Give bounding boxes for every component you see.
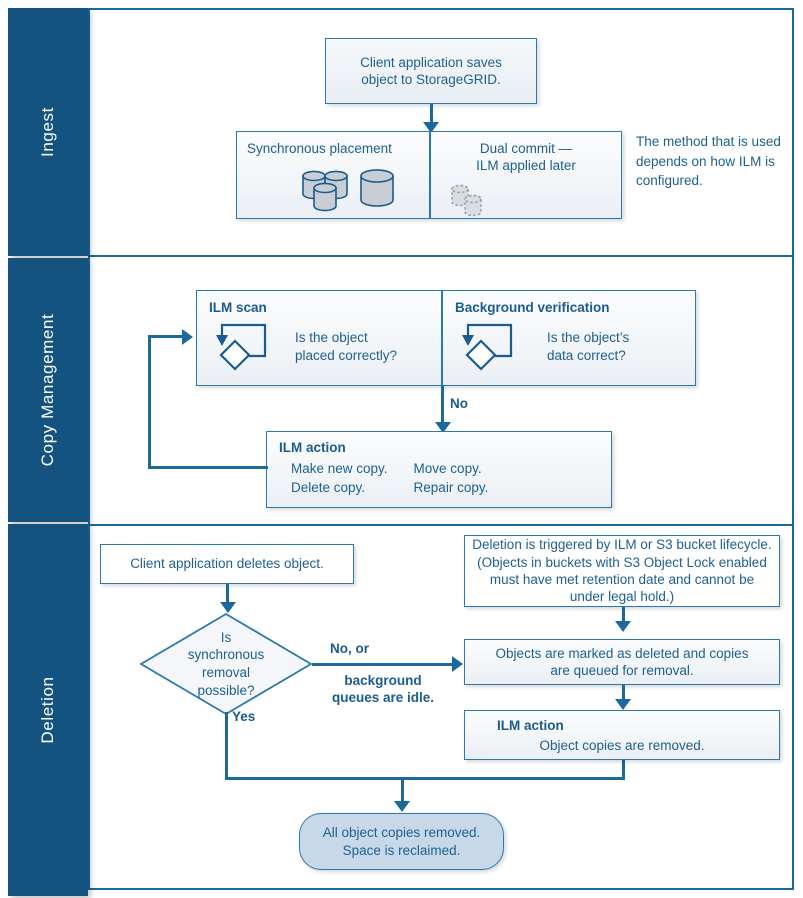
deletion-marked-deleted-line1: Objects are marked as deleted and copies	[495, 645, 749, 661]
ingest-option-synchronous-placement: Synchronous placement	[236, 131, 430, 219]
ingest-start-line1: Client application saves	[360, 54, 502, 70]
deletion-terminator-line1: All object copies removed.	[322, 825, 481, 841]
deletion-decision-line1: Is	[220, 629, 232, 645]
deletion-client-to-decision-line	[226, 584, 229, 606]
ingest-connector-line	[429, 104, 433, 126]
deletion-client-to-decision-arrow	[219, 602, 236, 613]
sidebar-band-ingest: Ingest	[8, 8, 88, 256]
feedback-loop-bottom	[148, 466, 268, 469]
deletion-no-branch-label-line3: queues are idle.	[331, 690, 435, 705]
deletion-trigger-to-marked-line	[621, 607, 625, 625]
deletion-ilm-action-box: ILM action Object copies are removed.	[464, 710, 780, 760]
deletion-decision-line4: possible?	[197, 682, 255, 698]
band-divider-1	[88, 255, 794, 257]
deletion-client-delete-node: Client application deletes object.	[100, 544, 354, 584]
ingest-connector-arrow	[423, 122, 439, 133]
dashed-copies-icon	[449, 180, 505, 220]
no-branch-label: No	[450, 396, 468, 411]
sidebar-band-copy-management-label: Copy Management	[38, 313, 57, 467]
sidebar-band-deletion-label: Deletion	[38, 676, 57, 744]
deletion-no-branch-label-line1: No, or	[330, 641, 369, 656]
ilm-action-item-delete-copy: Delete copy.	[291, 479, 366, 495]
deletion-merge-to-terminator-line	[400, 777, 404, 805]
deletion-trigger-to-marked-arrow	[615, 621, 631, 632]
ilm-scan-box: ILM scan Is the object placed correctly?	[196, 290, 442, 386]
deletion-decision-line3: removal	[201, 665, 250, 680]
deletion-marked-deleted-box: Objects are marked as deleted and copies…	[464, 639, 780, 685]
background-verification-box: Background verification Is the object’s …	[442, 290, 696, 386]
deletion-ilm-to-merge-line	[621, 758, 625, 780]
band-divider-2	[88, 524, 794, 526]
deletion-ilm-action-detail: Object copies are removed.	[539, 738, 705, 754]
ingest-option-dual-commit: Dual commit — ILM applied later	[430, 131, 622, 219]
deletion-marked-to-ilm-line	[621, 685, 625, 703]
deletion-no-branch-label-line2: background	[344, 673, 422, 688]
deletion-yes-branch-vertical	[224, 712, 228, 780]
ilm-scan-heading: ILM scan	[209, 300, 267, 315]
ingest-start-line2: object to StorageGRID.	[361, 72, 501, 87]
feedback-loop-arrow	[182, 328, 193, 345]
ilm-scan-question-line1: Is the object	[295, 330, 368, 345]
deletion-merge-horizontal	[224, 777, 625, 780]
ilm-action-item-repair-copy: Repair copy.	[413, 479, 489, 495]
feedback-loop-top	[148, 335, 184, 338]
ingest-note: The method that is used depends on how I…	[636, 134, 781, 189]
ilm-action-heading: ILM action	[279, 440, 346, 455]
ilm-scan-question-line2: placed correctly?	[295, 347, 398, 363]
ilm-action-item-make-new-copy: Make new copy.	[291, 461, 388, 477]
no-branch-arrow	[434, 422, 451, 433]
deletion-terminator-arrow	[394, 801, 410, 812]
deletion-no-branch-line	[312, 662, 454, 666]
deletion-marked-to-ilm-arrow	[615, 699, 631, 710]
deletion-no-branch-arrow	[452, 656, 463, 672]
deletion-yes-branch-label: Yes	[232, 709, 256, 724]
deletion-terminator-line2: Space is reclaimed.	[342, 842, 461, 858]
deletion-decision-line2: synchronous	[187, 647, 265, 663]
deletion-trigger-note-box: Deletion is triggered by ILM or S3 bucke…	[464, 535, 780, 607]
sidebar-band-copy-management: Copy Management	[8, 258, 88, 522]
ilm-action-item-move-copy: Move copy.	[413, 461, 482, 477]
ingest-option-dual-commit-label-line2: ILM applied later	[476, 158, 576, 174]
deletion-ilm-action-heading: ILM action	[497, 718, 564, 733]
deletion-client-delete-label: Client application deletes object.	[130, 556, 324, 572]
ingest-start-node: Client application saves object to Stora…	[325, 38, 537, 104]
deletion-trigger-note-text: Deletion is triggered by ILM or S3 bucke…	[472, 537, 772, 605]
ingest-option-dual-commit-label-line1: Dual commit —	[479, 141, 573, 156]
ilm-action-box: ILM action Make new copy. Delete copy. M…	[266, 431, 612, 508]
feedback-loop-vertical	[148, 335, 151, 469]
no-branch-line	[441, 386, 444, 426]
sidebar-band-ingest-label: Ingest	[38, 107, 57, 157]
sidebar-band-deletion: Deletion	[8, 524, 88, 896]
ingest-option-synchronous-placement-label: Synchronous placement	[247, 141, 392, 156]
background-verification-heading: Background verification	[455, 300, 610, 315]
background-verification-question-line2: data correct?	[547, 347, 626, 363]
deletion-decision-diamond: Is synchronous removal possible?	[139, 612, 313, 716]
background-verification-question-line1: Is the object’s	[547, 330, 630, 345]
deletion-marked-deleted-line2: are queued for removal.	[550, 663, 694, 678]
loop-decision-icon	[209, 319, 283, 381]
storage-cylinders-icon	[297, 164, 407, 212]
loop-decision-icon	[455, 319, 529, 381]
deletion-terminator-node: All object copies removed. Space is recl…	[299, 813, 504, 870]
